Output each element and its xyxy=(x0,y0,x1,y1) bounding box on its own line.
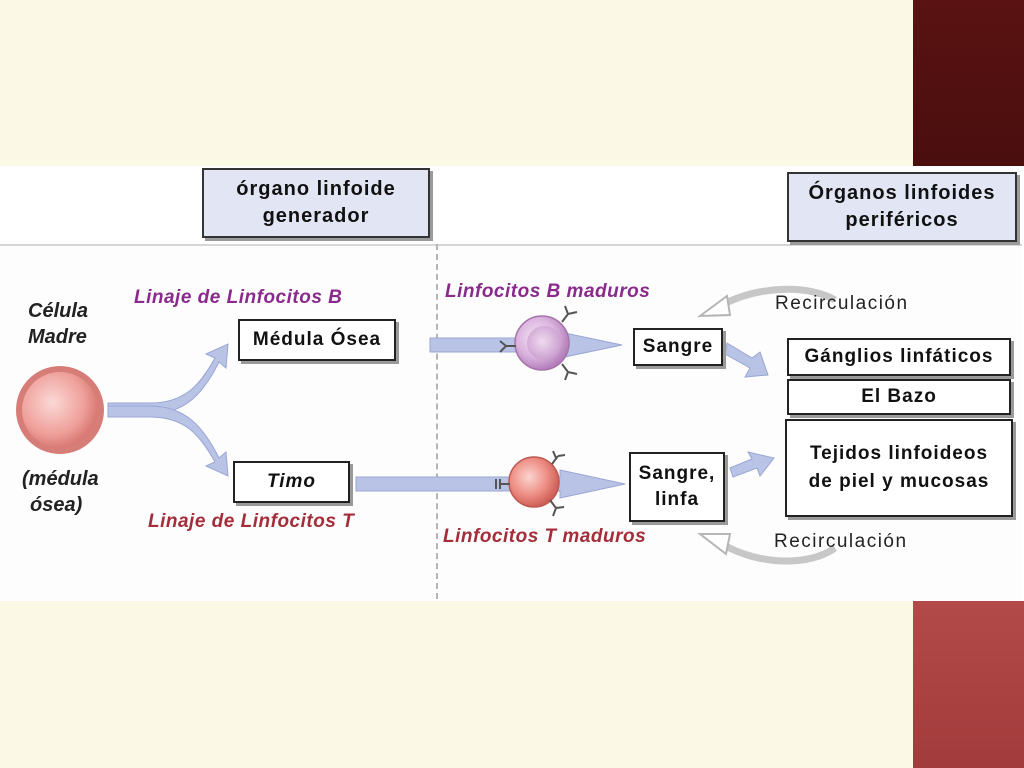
header-generator-line1: órgano linfoide xyxy=(236,178,396,200)
stem-cell-location-line1: (médula xyxy=(22,468,99,490)
header-peripheral-line1: Órganos linfoides xyxy=(808,182,996,204)
tissues-line2: de piel y mucosas xyxy=(808,471,990,492)
slide-accent-bar-bottom xyxy=(913,601,1024,768)
tissues-box: Tejidos linfoideos de piel y mucosas xyxy=(785,419,1013,517)
t-lineage-label: Linaje de Linfocitos T xyxy=(148,511,355,532)
stem-cell-label-line2: Madre xyxy=(28,326,87,348)
b-lymphocyte-icon xyxy=(499,305,578,381)
recirculation-arrow-icon xyxy=(720,285,838,565)
recirculation-bottom-label: Recirculación xyxy=(774,531,908,552)
slide-accent-bar-top xyxy=(913,0,1024,166)
b-lineage-label: Linaje de Linfocitos B xyxy=(134,287,343,308)
bone-marrow-label: Médula Ósea xyxy=(252,329,382,350)
blood-lymph-box: Sangre, linfa xyxy=(629,452,725,522)
header-generator-organ: órgano linfoide generador xyxy=(202,168,430,238)
header-generator-line2: generador xyxy=(262,205,370,227)
stem-cell-location: (médula ósea) xyxy=(22,466,99,518)
bone-marrow-box: Médula Ósea xyxy=(238,319,396,361)
blood-lymph-line1: Sangre, xyxy=(638,463,716,484)
thymus-label: Timo xyxy=(266,471,317,492)
stem-cell-location-line2: ósea) xyxy=(30,494,83,516)
thymus-box: Timo xyxy=(233,461,350,503)
t-lymphocyte-icon xyxy=(495,450,566,517)
lymph-nodes-box: Gánglios linfáticos xyxy=(787,338,1011,376)
spleen-box: El Bazo xyxy=(787,379,1011,415)
recirculation-top-label: Recirculación xyxy=(775,293,909,314)
flow-arrow-icon xyxy=(107,343,229,477)
center-divider xyxy=(436,244,438,599)
blood-lymph-line2: linfa xyxy=(654,489,700,510)
antibody-receptor-icon xyxy=(499,305,578,381)
recirculation-arrow-icon xyxy=(696,294,732,556)
blood-label: Sangre xyxy=(642,336,714,357)
tissues-line1: Tejidos linfoideos xyxy=(809,443,989,464)
stem-cell-icon xyxy=(16,366,104,454)
header-peripheral-line2: periféricos xyxy=(845,209,959,231)
mature-t-label: Linfocitos T maduros xyxy=(443,526,647,547)
mature-b-label: Linfocitos B maduros xyxy=(445,281,651,302)
antibody-receptor-icon xyxy=(495,450,566,517)
lymph-nodes-label: Gánglios linfáticos xyxy=(804,346,994,367)
blood-box: Sangre xyxy=(633,328,723,366)
spleen-label: El Bazo xyxy=(861,386,937,407)
header-peripheral-organs: Órganos linfoides periféricos xyxy=(787,172,1017,242)
stem-cell-label: Célula Madre xyxy=(28,298,88,350)
stem-cell-label-line1: Célula xyxy=(28,300,89,322)
